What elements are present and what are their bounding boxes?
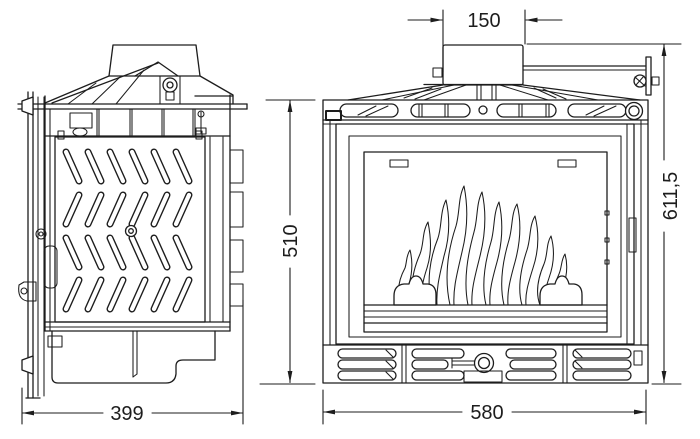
front-hearth-ledge [363,304,608,324]
front-andirons [393,275,583,306]
air-control-knob-bottom [21,355,34,375]
side-back-brackets [229,149,244,307]
front-view [322,44,660,384]
dimension-label-depth: 399 [110,403,143,425]
frame-clip [325,110,342,121]
dim-body-height: 510 [259,99,316,385]
latch-hook [18,281,37,302]
front-bottom-grille [337,344,643,384]
door-handle-hinge [628,217,637,253]
front-damper-rod [522,56,660,96]
door-latch-plate [43,245,58,289]
andiron-right [539,275,583,306]
dim-depth: 399 [21,299,244,425]
side-top-assembly [17,62,248,137]
side-view [17,44,248,399]
side-base-pan [47,330,216,384]
air-control-dial [473,352,495,374]
dimension-label-flue-width: 150 [467,10,500,32]
dimensions: 150 611,5 510 399 [21,9,682,425]
dim-width: 580 [322,389,647,425]
air-control-plate [463,370,503,383]
air-control-knob-top [21,96,34,116]
glass-clip-left [389,159,409,168]
dim-flue-width: 150 [407,9,563,73]
dim-overall-height: 611,5 [526,43,682,385]
side-door-edge [18,91,58,399]
glass-clip-right [557,159,577,168]
dimension-label-width: 580 [470,402,503,424]
front-deflector-plates [347,83,641,101]
side-flue-collar [108,44,201,77]
front-door-frame [335,123,637,345]
front-top-grille [325,101,644,121]
dimension-label-body-height: 510 [280,224,302,257]
front-glass [363,151,608,333]
front-frame [322,99,649,384]
dimension-label-overall-height: 611,5 [660,172,682,221]
front-flue-collar [432,44,524,86]
side-vent-panel [54,130,206,323]
andiron-left [393,275,437,306]
